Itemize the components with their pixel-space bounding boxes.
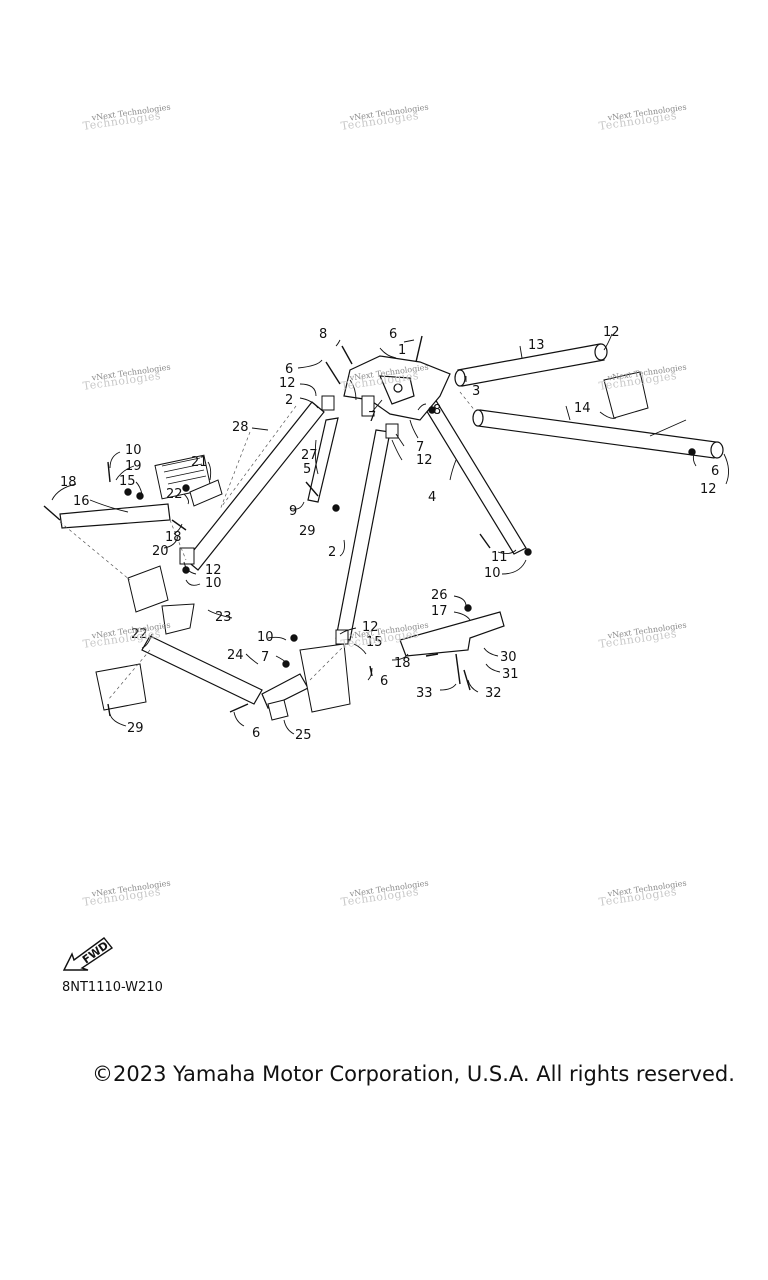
callout-24: 24 bbox=[227, 648, 244, 663]
callout-10c: 10 bbox=[484, 566, 501, 581]
callout-6e: 6 bbox=[252, 726, 260, 741]
part-code: 8NT1110-W210 bbox=[62, 980, 163, 995]
callout-8a: 8 bbox=[319, 327, 327, 342]
callout-4: 4 bbox=[428, 490, 436, 505]
callout-12e: 12 bbox=[205, 563, 222, 578]
callout-17: 17 bbox=[431, 604, 448, 619]
dashed-lines bbox=[59, 391, 477, 701]
callout-6b: 6 bbox=[285, 362, 293, 377]
callout-30: 30 bbox=[500, 650, 517, 665]
frame-tubes bbox=[59, 343, 724, 709]
callout-15a: 15 bbox=[119, 474, 136, 489]
leader-lines bbox=[51, 333, 729, 735]
callout-16: 16 bbox=[73, 494, 90, 509]
callout-21: 21 bbox=[191, 455, 208, 470]
callout-12a: 12 bbox=[603, 325, 620, 340]
callout-29a: 29 bbox=[299, 524, 316, 539]
callout-12b: 12 bbox=[279, 376, 296, 391]
callout-20: 20 bbox=[152, 544, 169, 559]
callout-32: 32 bbox=[485, 686, 502, 701]
callout-29b: 29 bbox=[127, 721, 144, 736]
callout-18b: 18 bbox=[165, 530, 182, 545]
copyright-text: ©2023 Yamaha Motor Corporation, U.S.A. A… bbox=[92, 1062, 735, 1086]
callout-12d: 12 bbox=[700, 482, 717, 497]
callout-7c: 7 bbox=[261, 650, 269, 665]
callout-6d: 6 bbox=[380, 674, 388, 689]
component-details bbox=[95, 371, 649, 721]
callout-7a: 7 bbox=[368, 410, 376, 425]
fwd-arrow-icon: FWD bbox=[62, 937, 114, 971]
callout-15b: 15 bbox=[366, 635, 383, 650]
callout-12f: 12 bbox=[362, 620, 379, 635]
callout-11: 11 bbox=[491, 550, 508, 565]
callout-22b: 22 bbox=[131, 627, 148, 642]
callout-19: 19 bbox=[125, 459, 142, 474]
callout-25: 25 bbox=[295, 728, 312, 743]
callout-labels: 1 2 2 3 4 5 6 6 6 6 6 7 7 7 8 8 9 10 10 … bbox=[60, 325, 719, 743]
callout-13: 13 bbox=[528, 338, 545, 353]
callout-27: 27 bbox=[301, 448, 318, 463]
callout-31: 31 bbox=[502, 667, 519, 682]
callout-28: 28 bbox=[232, 420, 249, 435]
callout-18a: 18 bbox=[60, 475, 77, 490]
callout-3: 3 bbox=[472, 384, 480, 399]
callout-1: 1 bbox=[398, 343, 406, 358]
callout-22a: 22 bbox=[166, 487, 183, 502]
callout-9: 9 bbox=[289, 504, 297, 519]
callout-7b: 7 bbox=[416, 440, 424, 455]
callout-10d: 10 bbox=[257, 630, 274, 645]
callout-23: 23 bbox=[215, 610, 232, 625]
callout-6a: 6 bbox=[389, 327, 397, 342]
callout-26: 26 bbox=[431, 588, 448, 603]
callout-2a: 2 bbox=[285, 393, 293, 408]
callout-2b: 2 bbox=[328, 545, 336, 560]
callout-14: 14 bbox=[574, 401, 591, 416]
callout-18c: 18 bbox=[394, 656, 411, 671]
callout-10b: 10 bbox=[205, 576, 222, 591]
callout-10a: 10 bbox=[125, 443, 142, 458]
callout-6c: 6 bbox=[711, 464, 719, 479]
callout-33: 33 bbox=[416, 686, 433, 701]
callout-8b: 8 bbox=[433, 403, 441, 418]
callout-12c: 12 bbox=[416, 453, 433, 468]
bolts bbox=[43, 335, 696, 717]
callout-5: 5 bbox=[303, 462, 311, 477]
upper-node bbox=[343, 355, 451, 421]
